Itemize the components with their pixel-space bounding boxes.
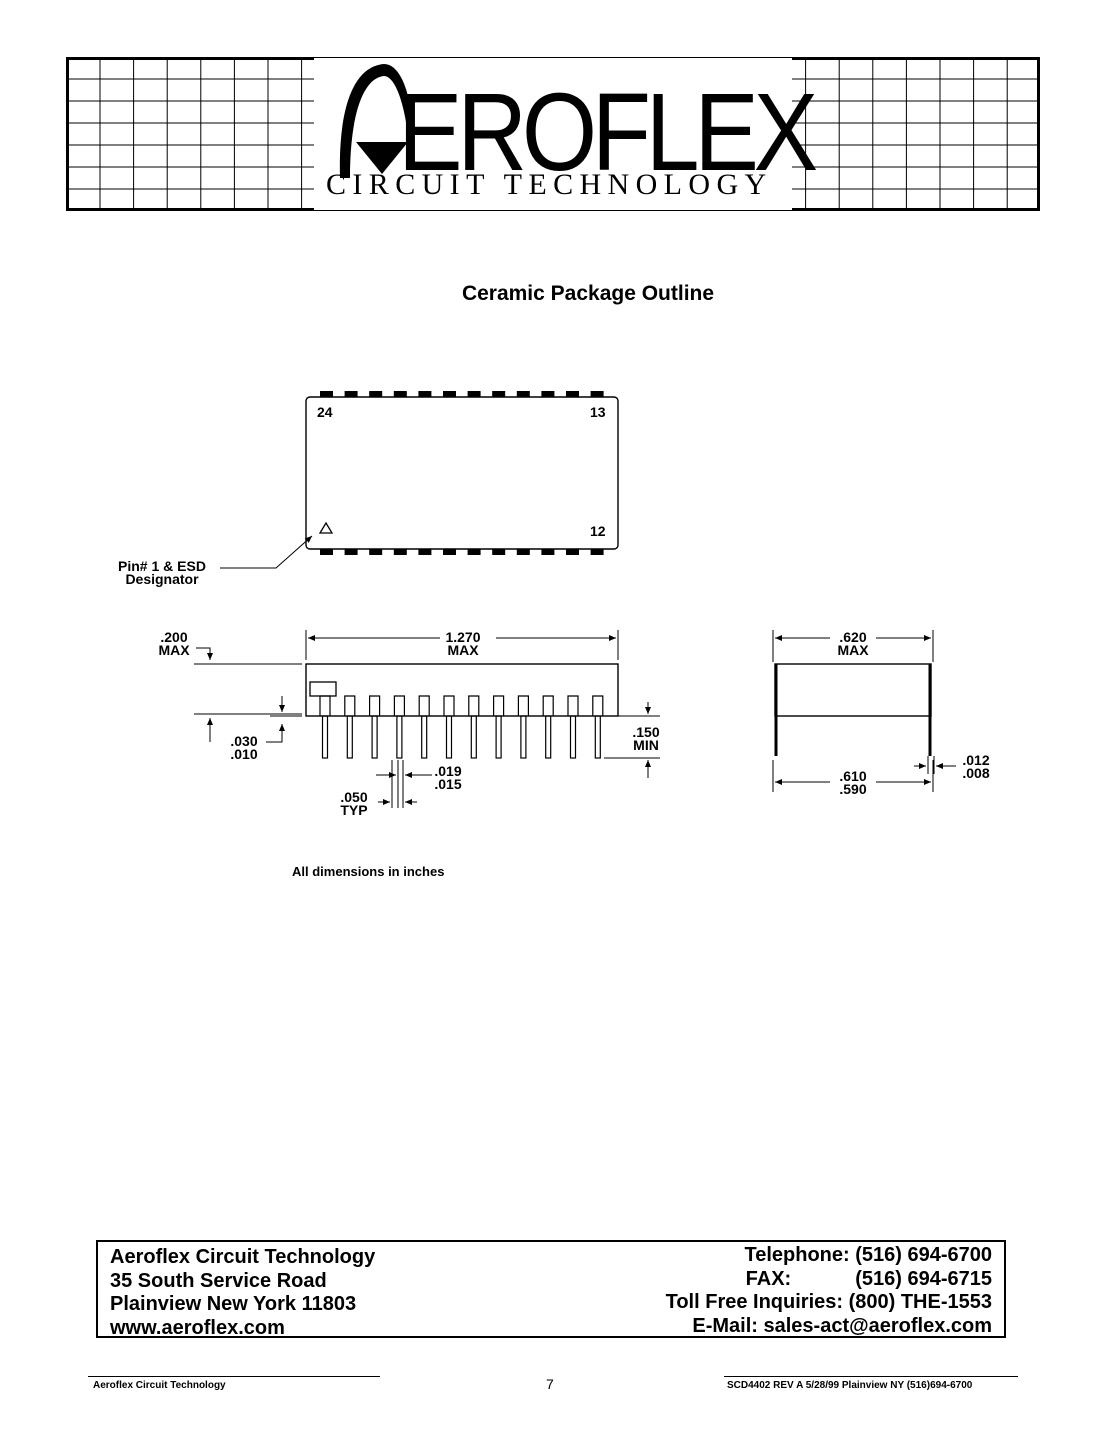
logo-wordmark: EROFLEX (398, 71, 818, 194)
package-outline-drawing (194, 391, 956, 808)
email-link[interactable]: E-Mail: sales-act@aeroflex.com (692, 1314, 992, 1337)
width-dimension-label: .620 MAX (837, 629, 869, 658)
footer-rule-left (88, 1376, 380, 1377)
toll-free: Toll Free Inquiries: (800) THE-1553 (665, 1291, 992, 1313)
company-name: Aeroflex Circuit Technology (110, 1246, 376, 1268)
page-number: 7 (546, 1376, 554, 1392)
logo-subtitle: CIRCUIT TECHNOLOGY (326, 168, 773, 201)
height-dimension-label: .200 MAX (158, 629, 190, 658)
fax: FAX:(516) 694-6715 (745, 1267, 992, 1290)
pin1-triangle-icon (318, 521, 334, 534)
dimensions-note: All dimensions in inches (292, 864, 445, 879)
address-line-1: 35 South Service Road (110, 1269, 327, 1292)
pin1-esd-label: Pin# 1 & ESD Designator (118, 558, 206, 587)
website-link[interactable]: www.aeroflex.com (110, 1316, 285, 1339)
lead-thickness-dimension-label: .012 .008 (962, 752, 990, 781)
pin-label-13: 13 (590, 404, 606, 420)
contact-address: Aeroflex Circuit Technology 35 South Ser… (110, 1246, 375, 1340)
length-dimension-label: 1.270 MAX (445, 629, 481, 658)
lead-length-dimension-label: .150 MIN (632, 724, 660, 753)
contact-numbers: Telephone: (516) 694-6700 FAX:(516) 694-… (666, 1244, 992, 1338)
lead-width-dimension-label: .019 .015 (434, 763, 462, 792)
aeroflex-logo-arch (339, 64, 412, 178)
contact-box: Aeroflex Circuit Technology 35 South Ser… (96, 1240, 1006, 1340)
end-view (772, 630, 956, 792)
footer-rule-right (724, 1376, 1018, 1377)
page-title: Ceramic Package Outline (461, 282, 715, 305)
address-line-2: Plainview New York 11803 (110, 1293, 357, 1315)
footer-company: Aeroflex Circuit Technology (93, 1380, 226, 1391)
standoff-dimension-label: .030 .010 (230, 733, 258, 762)
footer-document-id: SCD4402 REV A 5/28/99 Plainview NY (516)… (727, 1380, 973, 1391)
row-spacing-dimension-label: .610 .590 (839, 768, 867, 797)
top-view (220, 391, 619, 569)
pitch-dimension-label: .050 TYP (340, 789, 368, 818)
pin-label-24: 24 (317, 404, 333, 420)
telephone: Telephone: (516) 694-6700 (744, 1244, 992, 1266)
pin-label-12: 12 (590, 523, 606, 539)
side-view (194, 630, 660, 808)
logo-box (314, 58, 792, 210)
